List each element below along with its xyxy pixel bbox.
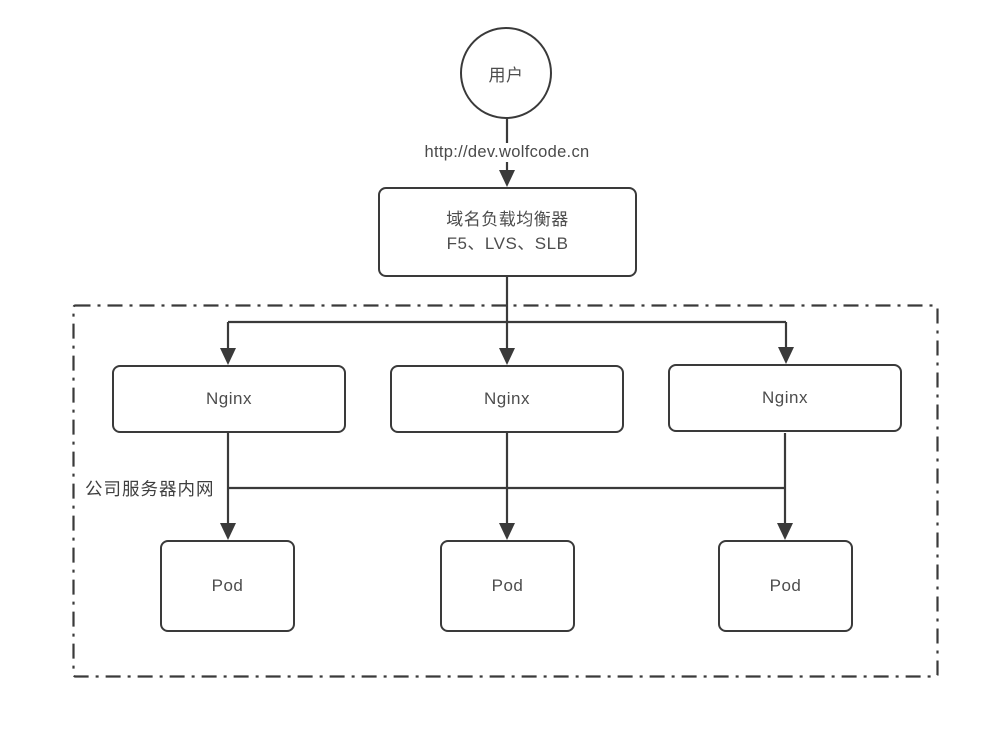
arrowhead-loadbalancer (499, 170, 515, 187)
request-url-label: http://dev.wolfcode.cn (396, 143, 618, 162)
pod-node-1: Pod (160, 540, 295, 632)
arrowhead-nginx-2 (499, 348, 515, 365)
arrowhead-pod-3 (777, 523, 793, 540)
intranet-boundary (72, 304, 939, 678)
arrowhead-pod-1 (220, 523, 236, 540)
nginx-node-1: Nginx (112, 365, 346, 433)
user-node-label: 用户 (488, 65, 524, 85)
nginx-node-3: Nginx (668, 364, 902, 432)
pod-node-3-label: Pod (769, 576, 802, 595)
load-balancer-subtitle: F5、LVS、SLB (446, 234, 569, 253)
user-node: 用户 (460, 27, 552, 119)
arrowhead-pod-2 (499, 523, 515, 540)
pod-node-3: Pod (718, 540, 853, 632)
nginx-node-2: Nginx (390, 365, 624, 433)
nginx-node-2-label: Nginx (484, 389, 530, 408)
nginx-node-3-label: Nginx (762, 388, 808, 407)
arrowhead-nginx-1 (220, 348, 236, 365)
pod-node-2-label: Pod (491, 576, 524, 595)
intranet-label: 公司服务器内网 (85, 476, 215, 501)
pod-node-2: Pod (440, 540, 575, 632)
nginx-node-1-label: Nginx (206, 389, 252, 408)
load-balancer-node: 域名负载均衡器 F5、LVS、SLB (378, 187, 637, 277)
load-balancer-title: 域名负载均衡器 (446, 210, 569, 229)
arrowhead-nginx-3 (778, 347, 794, 364)
pod-node-1-label: Pod (211, 576, 244, 595)
